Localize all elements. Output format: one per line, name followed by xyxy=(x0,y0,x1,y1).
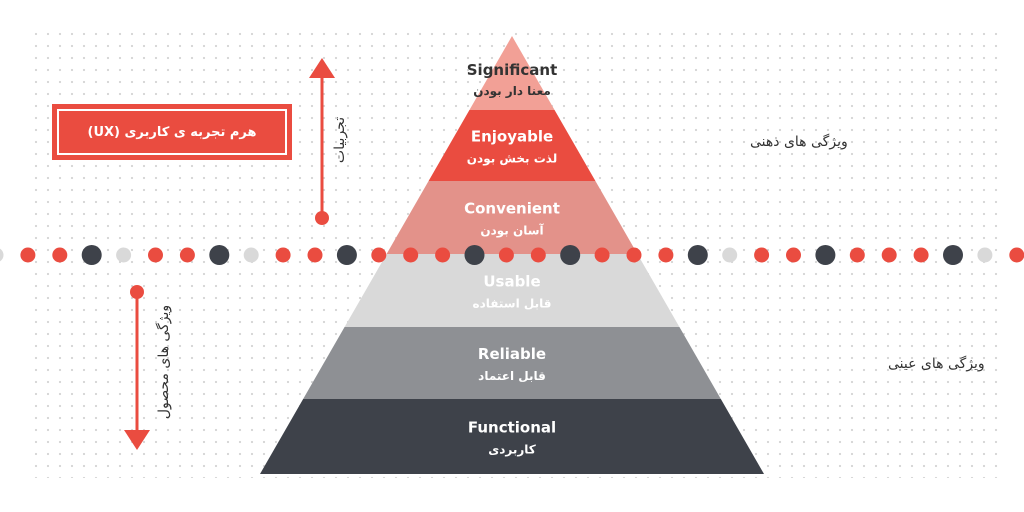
divider-dot xyxy=(81,245,102,265)
divider-dot xyxy=(116,247,132,263)
pyramid-tiers: Significant معنا دار بودن Enjoyable لذت بخش… xyxy=(260,36,764,474)
divider-dot xyxy=(498,247,514,263)
tier-reliable xyxy=(303,327,721,399)
divider-dot xyxy=(179,247,195,263)
objective-features-label: ویژگی های عینی xyxy=(888,355,985,372)
divider-dot xyxy=(626,247,642,263)
divider-dot xyxy=(658,247,674,263)
tier-convenient-subtitle: آسان بودن xyxy=(480,223,544,239)
divider-dot xyxy=(594,247,610,263)
divider-dot xyxy=(435,247,451,263)
divider-dot xyxy=(20,247,36,263)
tier-usable-label: Usable xyxy=(483,273,540,291)
divider-dot xyxy=(754,247,770,263)
divider-dot xyxy=(464,245,485,265)
tier-enjoyable xyxy=(428,110,596,181)
tier-convenient xyxy=(386,181,638,254)
pyramid-title-box: هرم تجربه ی کاربری (UX) xyxy=(52,104,292,160)
pyramid-title: هرم تجربه ی کاربری (UX) xyxy=(63,115,281,149)
divider-dot xyxy=(560,245,581,265)
tier-reliable-label: Reliable xyxy=(478,345,546,363)
tier-enjoyable-subtitle: لذت بخش بودن xyxy=(467,152,557,167)
divider-dot xyxy=(722,247,738,263)
tier-convenient-label: Convenient xyxy=(464,200,560,218)
divider-dot xyxy=(977,247,993,263)
divider-dot xyxy=(849,247,865,263)
divider-dot xyxy=(209,245,230,265)
divider-dot xyxy=(307,247,323,263)
divider-dot xyxy=(786,247,801,263)
divider-dot xyxy=(275,247,291,263)
experience-arrow-label: تجربیات xyxy=(332,117,348,163)
experience-arrow xyxy=(309,58,335,225)
tier-usable xyxy=(344,254,680,327)
divider-dot xyxy=(881,247,897,263)
product-arrow xyxy=(124,285,150,450)
tier-functional-subtitle: کاربردی xyxy=(488,443,536,457)
divider-dot xyxy=(815,245,836,265)
mental-features-label: ویژگی های ذهنی xyxy=(750,133,848,150)
divider-dot xyxy=(913,247,929,263)
divider-dot xyxy=(336,245,357,265)
divider-dot xyxy=(1009,247,1024,263)
divider-dot xyxy=(243,247,259,263)
tier-significant-subtitle: معنا دار بودن xyxy=(473,84,551,99)
tier-functional xyxy=(260,399,764,474)
tier-reliable-subtitle: قابل اعتماد xyxy=(478,369,546,383)
divider-dot xyxy=(943,245,963,265)
tier-significant-label: Significant xyxy=(467,61,557,79)
divider-dot xyxy=(371,247,387,263)
divider-dot xyxy=(0,248,4,262)
tier-enjoyable-label: Enjoyable xyxy=(471,128,553,146)
tier-significant xyxy=(469,36,555,110)
divider-dots-row xyxy=(0,245,1024,265)
divider-dot xyxy=(530,247,546,263)
divider-dot xyxy=(52,247,68,263)
divider-dot xyxy=(148,247,163,263)
divider-dot xyxy=(687,245,708,265)
tier-usable-subtitle: قابل استفاده xyxy=(473,297,552,311)
title-box-border: هرم تجربه ی کاربری (UX) xyxy=(57,109,287,155)
divider-dot xyxy=(403,247,419,263)
tier-functional-label: Functional xyxy=(468,419,556,437)
product-arrow-label: ویژگی های محصول xyxy=(155,305,172,419)
